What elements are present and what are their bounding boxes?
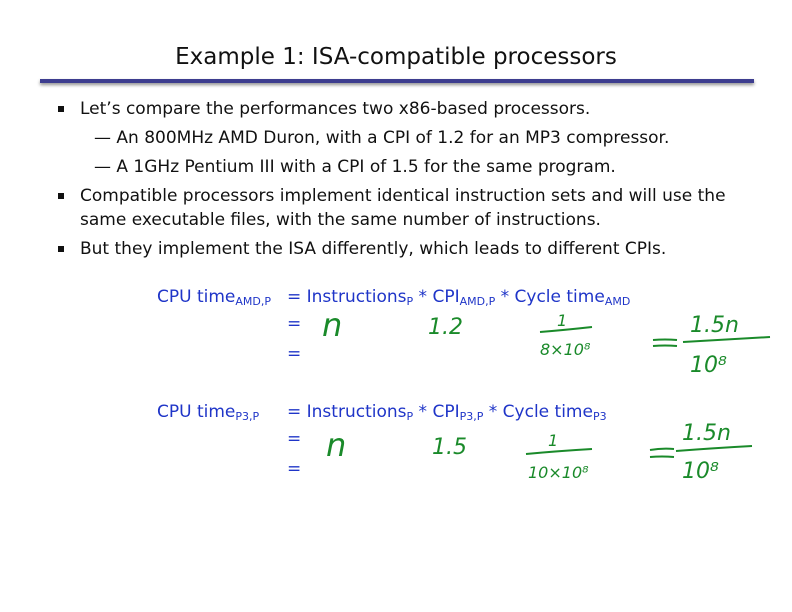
hand-equals-sign: [652, 338, 678, 347]
handwriting-p3: n 1.5 1 10×10⁸ 1.5n 10⁸: [326, 421, 753, 484]
hand-fraction-bar: [525, 448, 593, 455]
sub-bullet-1: — An 800MHz AMD Duron, with a CPI of 1.2…: [94, 128, 670, 148]
eq-subscript: P3,P: [235, 410, 260, 423]
equation-amd-equals-1: =: [287, 314, 302, 334]
equation-p3-lhs: CPU timeP3,P: [157, 402, 259, 423]
bullet-text: Let’s compare the performances two x86-b…: [80, 99, 591, 119]
hand-result-denominator: 10⁸: [682, 459, 719, 484]
title-underline: [40, 79, 754, 83]
slide-title: Example 1: ISA-compatible processors: [175, 44, 617, 70]
hand-fraction-denominator: 10×10⁸: [528, 463, 589, 482]
equation-p3-equals-1: =: [287, 429, 302, 449]
handwriting-amd: n 1.2 1 8×10⁸ 1.5n 10⁸: [322, 306, 771, 378]
bullet-text: Compatible processors implement identica…: [80, 186, 726, 230]
bullet-text: But they implement the ISA differently, …: [80, 239, 667, 259]
hand-result-numerator: 1.5n: [690, 313, 739, 338]
hand-result-bar: [675, 445, 753, 452]
hand-fraction-numerator: 1: [548, 431, 558, 450]
hand-equals-sign: [649, 447, 675, 458]
bullet-square-icon: [58, 106, 64, 112]
equation-amd-equals-2: =: [287, 344, 302, 364]
eq-subscript: AMD,P: [235, 295, 272, 308]
equation-amd-lhs: CPU timeAMD,P: [157, 287, 271, 308]
hand-result-numerator: 1.5n: [682, 421, 731, 446]
hand-instructions-n: n: [322, 306, 342, 344]
eq-subscript: P3,P: [459, 410, 484, 423]
bullet-square-icon: [58, 193, 64, 199]
eq-text: * CPI: [413, 402, 460, 422]
eq-text: CPU time: [157, 402, 236, 422]
eq-subscript: P: [406, 295, 414, 308]
hand-fraction-numerator: 1: [557, 311, 567, 330]
eq-text: = Instructions: [287, 402, 407, 422]
sub-bullet-2: — A 1GHz Pentium III with a CPI of 1.5 f…: [94, 157, 616, 177]
eq-subscript: P: [406, 410, 414, 423]
eq-subscript: AMD,P: [459, 295, 496, 308]
equation-p3-equals-2: =: [287, 459, 302, 479]
equation-p3-rhs: = InstructionsP * CPIP3,P * Cycle timeP3: [287, 402, 607, 423]
eq-text: CPU time: [157, 287, 236, 307]
eq-subscript: P3: [592, 410, 607, 423]
eq-text: * Cycle time: [495, 287, 605, 307]
hand-instructions-n: n: [326, 426, 346, 464]
eq-text: * CPI: [413, 287, 460, 307]
equation-amd-rhs: = InstructionsP * CPIAMD,P * Cycle timeA…: [287, 287, 630, 308]
eq-subscript: AMD: [604, 295, 631, 308]
eq-text: * Cycle time: [483, 402, 593, 422]
bullet-square-icon: [58, 246, 64, 252]
hand-fraction-denominator: 8×10⁸: [540, 340, 591, 359]
hand-cpi: 1.5: [432, 435, 467, 460]
hand-result-denominator: 10⁸: [690, 353, 727, 378]
hand-fraction-bar: [539, 326, 593, 333]
hand-cpi: 1.2: [428, 315, 463, 340]
hand-result-bar: [682, 336, 771, 343]
eq-text: = Instructions: [287, 287, 407, 307]
